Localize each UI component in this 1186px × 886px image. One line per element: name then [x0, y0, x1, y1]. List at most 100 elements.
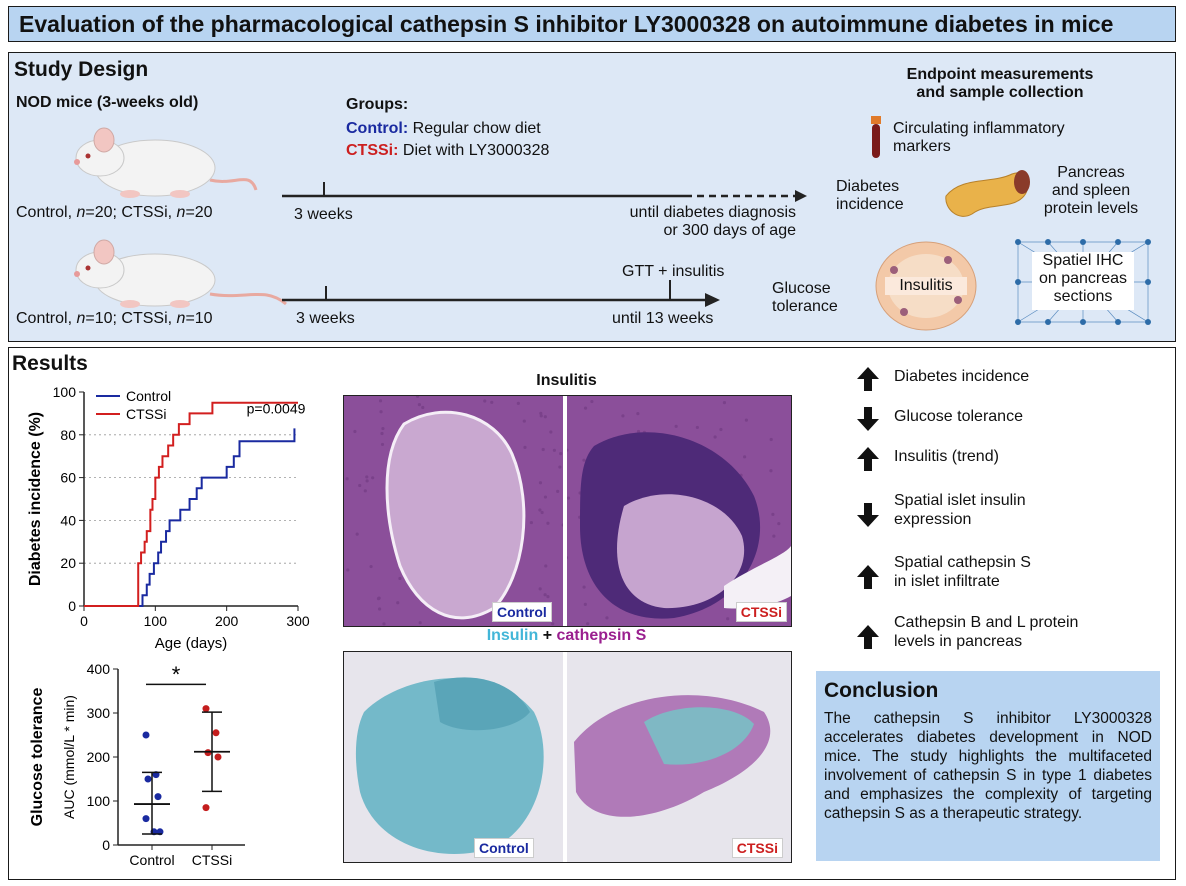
cell-dot: [726, 617, 730, 621]
x-tick-label: Control: [129, 852, 174, 868]
finding-line1: Spatial cathepsin S: [894, 554, 1031, 571]
cell-dot: [418, 621, 422, 625]
cell-dot: [777, 522, 781, 526]
data-point: [154, 793, 162, 801]
cell-dot: [345, 477, 349, 481]
cell-dot: [523, 445, 527, 449]
group-control-text: Regular chow diet: [412, 120, 541, 137]
cell-dot: [516, 401, 520, 405]
incidence-x-label: Age (days): [155, 635, 228, 652]
ihc-micrograph: [344, 652, 791, 862]
y-tick-label: 0: [102, 837, 110, 853]
micro-control-label: Control: [492, 602, 552, 622]
x-tick-label: 100: [144, 613, 168, 629]
cell-dot: [417, 403, 421, 407]
diabetes-incidence-1: Diabetes: [836, 178, 900, 195]
cell-dot: [546, 521, 550, 525]
cell-dot: [722, 401, 727, 405]
cell-dot: [541, 447, 545, 452]
group-ctssi: CTSSi: Diet with LY3000328: [346, 142, 549, 160]
cell-dot: [546, 595, 550, 599]
cell-dot: [538, 587, 542, 591]
x-tick-label: 200: [215, 613, 239, 629]
pancreas-2: and spleen: [1051, 182, 1131, 199]
finding-line1: Diabetes incidence: [894, 368, 1030, 385]
ihc-micrograph-pair: Control CTSSi: [343, 651, 792, 863]
cell-dot: [529, 520, 533, 525]
cell-dot: [586, 622, 590, 626]
auc-marks: [134, 683, 230, 836]
cell-dot: [365, 475, 369, 479]
finding-line1: Cathepsin B and L protein: [894, 614, 1079, 631]
cell-dot: [713, 435, 717, 439]
cell-dot: [539, 411, 543, 415]
data-point: [202, 705, 210, 713]
cell-dot: [566, 496, 571, 500]
cohort2-n2: n: [176, 310, 186, 327]
cell-dot: [355, 532, 359, 536]
title-bar: Evaluation of the pharmacological cathep…: [8, 6, 1176, 42]
conclusion-heading: Conclusion: [824, 679, 939, 702]
he-micrograph-pair: Control CTSSi: [343, 395, 792, 627]
cell-dot: [583, 406, 588, 410]
timeline1-start: 3 weeks: [294, 206, 353, 223]
circulating-2: markers: [893, 138, 951, 155]
cell-dot: [636, 412, 640, 416]
x-tick-label: 300: [286, 613, 310, 629]
cell-dot: [522, 419, 526, 423]
groups-heading: Groups:: [346, 96, 409, 113]
micro-ctssi-label: CTSSi: [735, 602, 787, 622]
conclusion-text: The cathepsin S inhibitor LY3000328 acce…: [824, 710, 1152, 822]
significance-star: *: [172, 662, 181, 687]
timeline2-mark: GTT + insulitis: [622, 263, 725, 280]
group-control: Control: Regular chow diet: [346, 120, 541, 138]
finding-line1: Insulitis (trend): [894, 448, 999, 465]
cell-dot: [551, 622, 555, 626]
cohort2-mid: =10; CTSSi,: [85, 310, 177, 327]
micro-title: Insulitis: [536, 372, 597, 389]
finding-line2: expression: [894, 511, 972, 528]
finding-line1: Spatial islet insulin: [894, 492, 1026, 509]
cell-dot: [380, 442, 385, 447]
auc-outer-label: Glucose tolerance: [29, 688, 46, 827]
arrow-down-icon: [857, 503, 879, 527]
finding-line2: in islet infiltrate: [894, 573, 1000, 590]
data-point: [214, 753, 222, 761]
cohort1-n2: n: [176, 204, 186, 221]
data-point: [144, 775, 152, 783]
page-title: Evaluation of the pharmacological cathep…: [19, 11, 1114, 37]
x-tick-label: CTSSi: [192, 852, 232, 868]
ihc-ctssi-label: CTSSi: [731, 838, 783, 858]
cell-dot: [744, 418, 748, 422]
pancreas-icon: [945, 170, 1030, 217]
ihc-control-label: Control: [474, 838, 534, 858]
cell-dot: [363, 489, 367, 493]
timeline2-start: 3 weeks: [296, 310, 355, 327]
mouse-icon-2: [74, 239, 287, 308]
cell-dot: [379, 410, 383, 414]
cell-dot: [483, 399, 487, 403]
cell-dot: [719, 427, 723, 432]
incidence-lines: [84, 401, 298, 607]
pancreas-3: protein levels: [1043, 200, 1139, 217]
cohort2-label: Control, n=10; CTSSi, n=10: [16, 310, 213, 328]
cell-dot: [353, 429, 357, 434]
data-point: [142, 815, 150, 823]
cell-dot: [543, 593, 547, 597]
y-tick-label: 300: [87, 705, 111, 721]
cell-dot: [540, 510, 544, 515]
cell-dot: [369, 564, 373, 569]
y-tick-label: 0: [68, 598, 76, 614]
mouse-icon: [74, 127, 258, 198]
arrow-down-icon: [857, 407, 879, 431]
cell-dot: [582, 585, 586, 589]
endpoint-heading-2: and sample collection: [916, 84, 1084, 101]
p-value-annotation: p=0.0049: [247, 400, 306, 416]
cell-dot: [771, 512, 775, 516]
cell-dot: [769, 469, 773, 473]
stain-plus: +: [538, 627, 557, 644]
data-point: [212, 729, 220, 737]
cell-dot: [543, 495, 548, 499]
